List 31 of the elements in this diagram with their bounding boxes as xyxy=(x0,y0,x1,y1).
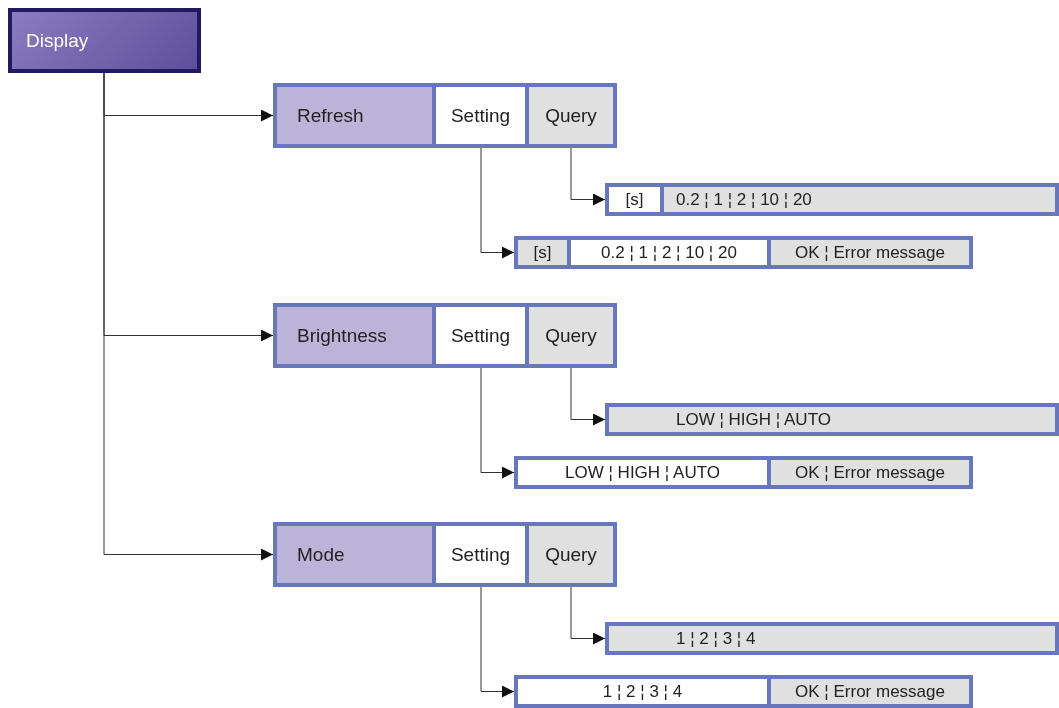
cell-label: 1 ¦ 2 ¦ 3 ¦ 4 xyxy=(676,628,756,649)
cell-label: 1 ¦ 2 ¦ 3 ¦ 4 xyxy=(602,681,683,702)
cell-label: Query xyxy=(545,324,597,347)
cell-label: LOW ¦ HIGH ¦ AUTO xyxy=(565,462,720,483)
cell-label: 0.2 ¦ 1 ¦ 2 ¦ 10 ¦ 20 xyxy=(676,189,812,210)
cell-label: 0.2 ¦ 1 ¦ 2 ¦ 10 ¦ 20 xyxy=(601,242,737,263)
arrow xyxy=(103,72,274,561)
arrow xyxy=(480,147,515,259)
arrow xyxy=(570,367,606,426)
cell-label: [s] xyxy=(625,189,644,210)
cell-label: Query xyxy=(545,104,597,127)
table-cell xyxy=(605,403,1059,436)
cell-label: Setting xyxy=(450,104,511,127)
cell-label: Brightness xyxy=(297,324,387,347)
cell-label: Setting xyxy=(450,543,511,566)
arrow xyxy=(480,586,515,698)
cell-label: Display xyxy=(26,29,89,52)
arrow xyxy=(480,367,515,479)
cell-label: LOW ¦ HIGH ¦ AUTO xyxy=(676,409,831,430)
cell-label: OK ¦ Error message xyxy=(795,462,945,483)
arrow xyxy=(570,586,606,645)
cell-label: [s] xyxy=(533,242,552,263)
arrow xyxy=(570,147,606,206)
cell-label: Mode xyxy=(297,543,345,566)
cell-label: OK ¦ Error message xyxy=(795,242,945,263)
cell-label: OK ¦ Error message xyxy=(795,681,945,702)
cell-label: Setting xyxy=(450,324,511,347)
cell-label: Query xyxy=(545,543,597,566)
table-cell xyxy=(605,622,1059,655)
cell-label: Refresh xyxy=(297,104,364,127)
group-box xyxy=(8,8,201,73)
